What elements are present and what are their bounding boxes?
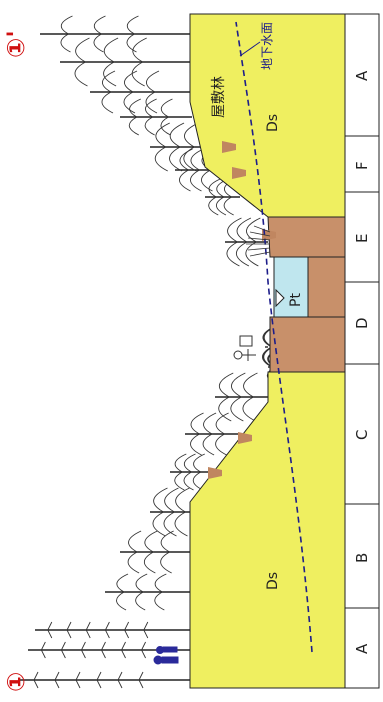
zone-label-f: F (353, 161, 371, 170)
zone-strip (345, 14, 379, 688)
zone-label-c: C (353, 430, 371, 440)
people-figures (154, 647, 178, 665)
pt-middle-fill (308, 257, 345, 317)
soil-label-pt: Pt (288, 293, 304, 307)
soil-label-ds-left: Ds (265, 572, 281, 590)
water-body (274, 257, 308, 317)
soil-label-ds-right: Ds (265, 114, 281, 132)
pt-right-fill (268, 217, 345, 257)
section-end-marker: ①' (2, 30, 30, 58)
groundwater-label: 地下水面 (258, 22, 275, 70)
ds-left-fill (190, 372, 345, 688)
section-start-marker: ① (2, 672, 30, 692)
figure-with-tent (234, 336, 256, 361)
zone-label-e: E (353, 234, 371, 243)
zone-label-b: B (353, 553, 371, 563)
zone-label-a-left: A (353, 644, 371, 654)
pt-left-fill (270, 317, 345, 372)
zone-label-a-right: A (353, 71, 371, 81)
place-label: 屋敷林 (208, 76, 228, 118)
zone-label-d: D (353, 317, 371, 329)
